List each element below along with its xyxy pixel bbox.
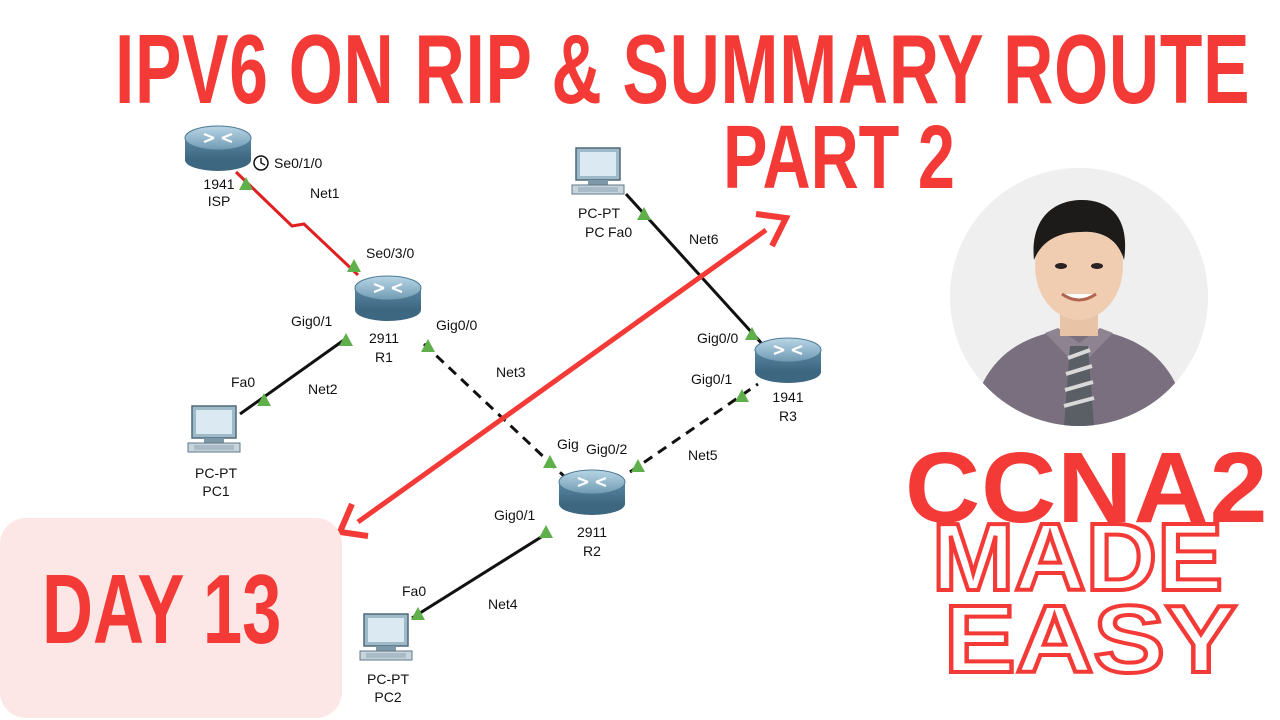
- port-label: Gig0/0: [436, 317, 478, 333]
- device-name: R2: [583, 543, 601, 559]
- clock-icon: [253, 155, 269, 171]
- device-type: PC-PT: [195, 465, 237, 481]
- pc-icon-pc1: [187, 405, 241, 453]
- link-net2: [239, 338, 345, 416]
- day-label: DAY 13: [42, 554, 282, 664]
- port-label: Se0/1/0: [274, 155, 323, 171]
- device-name: R3: [779, 408, 797, 424]
- network-label: Net3: [496, 364, 526, 380]
- port-label: Gig0/0: [697, 330, 739, 346]
- double-arrow-icon: [335, 211, 791, 539]
- network-label: Net1: [310, 185, 340, 201]
- pc-icon-pc3: [571, 147, 625, 195]
- network-label: Net5: [688, 447, 718, 463]
- main-title: IPV6 ON RIP & SUMMARY ROUTE: [115, 14, 1251, 124]
- device-model: 2911: [368, 330, 400, 346]
- router-icon-r3: [753, 336, 823, 385]
- link-net1-serial: [234, 170, 360, 277]
- network-label: Net2: [308, 381, 338, 397]
- device-name: PC1: [202, 483, 230, 499]
- network-label: Net4: [488, 596, 518, 612]
- port-label: Gig0/2: [586, 441, 628, 457]
- device-model: 2911: [576, 524, 608, 540]
- port-label: Fa0: [608, 224, 633, 240]
- port-label: Fa0: [231, 374, 256, 390]
- brand-easy: EASY: [942, 586, 1239, 693]
- brand-ccna2: CCNA2: [905, 432, 1269, 544]
- link-net5: [629, 382, 759, 474]
- brand-made: MADE: [930, 504, 1225, 611]
- device-name: ISP: [207, 193, 231, 209]
- device-model: 1941: [772, 389, 804, 405]
- port-label: Gig: [557, 436, 579, 452]
- port-label: Se0/3/0: [366, 245, 415, 261]
- presenter-photo: [950, 168, 1208, 426]
- port-label: Gig0/1: [291, 313, 333, 329]
- device-name: PC2: [374, 689, 402, 705]
- subtitle-part: PART 2: [723, 108, 955, 208]
- router-icon-r2: [557, 468, 627, 517]
- device-name: R1: [375, 349, 393, 365]
- port-label: Fa0: [402, 583, 427, 599]
- router-icon-r1: [353, 274, 423, 323]
- device-model: 1941: [203, 176, 235, 192]
- port-label: Gig0/1: [691, 371, 733, 387]
- day-badge: [0, 518, 342, 718]
- link-net4: [411, 532, 547, 620]
- device-name: PC: [585, 224, 605, 240]
- network-label: Net6: [689, 231, 719, 247]
- link-net3: [422, 342, 568, 480]
- device-type: PC-PT: [578, 205, 620, 221]
- device-type: PC-PT: [367, 671, 409, 687]
- pc-icon-pc2: [359, 613, 413, 661]
- router-icon-isp: [183, 124, 253, 173]
- port-label: Gig0/1: [494, 507, 536, 523]
